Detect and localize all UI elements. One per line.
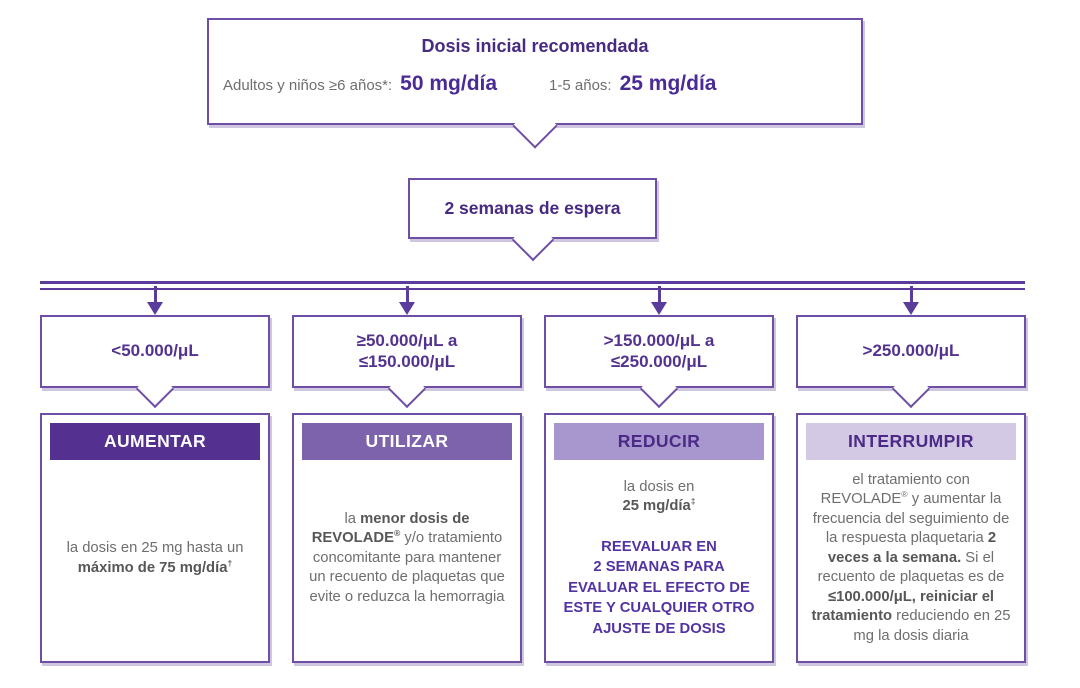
- platelet-range-box: >150.000/μL a≤250.000/μL: [544, 286, 774, 409]
- arrow-down-icon: [903, 286, 919, 315]
- platelet-range-label: >150.000/μL a≤250.000/μL: [603, 330, 715, 371]
- box-tail-pointer: [135, 369, 175, 409]
- action-row: AUMENTAR la dosis en 25 mg hasta un máxi…: [40, 413, 1026, 663]
- dose-value-adults: 50 mg/día: [400, 72, 498, 95]
- dose-value-children: 25 mg/día: [619, 72, 717, 95]
- action-header-label: AUMENTAR: [50, 423, 260, 460]
- wait-box: 2 semanas de espera: [408, 178, 657, 262]
- arrow-down-icon: [147, 286, 163, 315]
- initial-dose-title: Dosis inicial recomendada: [421, 36, 649, 56]
- arrow-down-icon: [399, 286, 415, 315]
- action-box: REDUCIR la dosis en 25 mg/día‡REEVALUAR …: [544, 413, 774, 663]
- action-body-text: la dosis en 25 mg/día‡REEVALUAR EN 2 SEM…: [563, 478, 755, 637]
- platelet-range-box: ≥50.000/μL a≤150.000/μL: [292, 286, 522, 409]
- platelet-range-box: >250.000/μL: [796, 286, 1026, 409]
- box-tail-pointer: [387, 369, 427, 409]
- action-header-label: INTERRUMPIR: [806, 423, 1016, 460]
- initial-dose-box: Dosis inicial recomendada Adultos y niño…: [207, 18, 863, 149]
- dose-label-adults: Adultos y niños ≥6 años*:: [223, 77, 393, 94]
- wait-label: 2 semanas de espera: [444, 198, 621, 218]
- arrow-down-icon: [651, 286, 667, 315]
- action-body-text: la menor dosis de REVOLADE® y/o tratamie…: [309, 510, 505, 605]
- platelet-range-label: ≥50.000/μL a≤150.000/μL: [356, 330, 458, 371]
- dose-group-adults: Adultos y niños ≥6 años*: 50 mg/día: [223, 72, 497, 96]
- box-tail-pointer: [512, 103, 558, 149]
- box-tail-pointer: [511, 218, 554, 262]
- action-box: INTERRUMPIR el tratamiento con REVOLADE®…: [796, 413, 1026, 663]
- action-body-text: la dosis en 25 mg hasta un máximo de 75 …: [66, 539, 244, 576]
- action-box: AUMENTAR la dosis en 25 mg hasta un máxi…: [40, 413, 270, 663]
- platelet-range-label: <50.000/μL: [111, 341, 199, 361]
- action-body-text: el tratamiento con REVOLADE® y aumentar …: [811, 471, 1011, 644]
- platelet-range-box: <50.000/μL: [40, 286, 270, 409]
- branch-connector-line: [40, 281, 1025, 290]
- dose-label-children: 1-5 años:: [549, 77, 612, 94]
- platelet-range-label: >250.000/μL: [862, 341, 960, 361]
- action-box: UTILIZAR la menor dosis de REVOLADE® y/o…: [292, 413, 522, 663]
- platelet-range-row: <50.000/μL ≥50.000/μL a≤150.000/μL >150.…: [40, 286, 1026, 409]
- dose-row: Adultos y niños ≥6 años*: 50 mg/día 1-5 …: [209, 72, 861, 96]
- action-header-label: REDUCIR: [554, 423, 764, 460]
- dose-group-children: 1-5 años: 25 mg/día: [549, 72, 716, 96]
- box-tail-pointer: [891, 369, 931, 409]
- box-tail-pointer: [639, 369, 679, 409]
- action-header-label: UTILIZAR: [302, 423, 512, 460]
